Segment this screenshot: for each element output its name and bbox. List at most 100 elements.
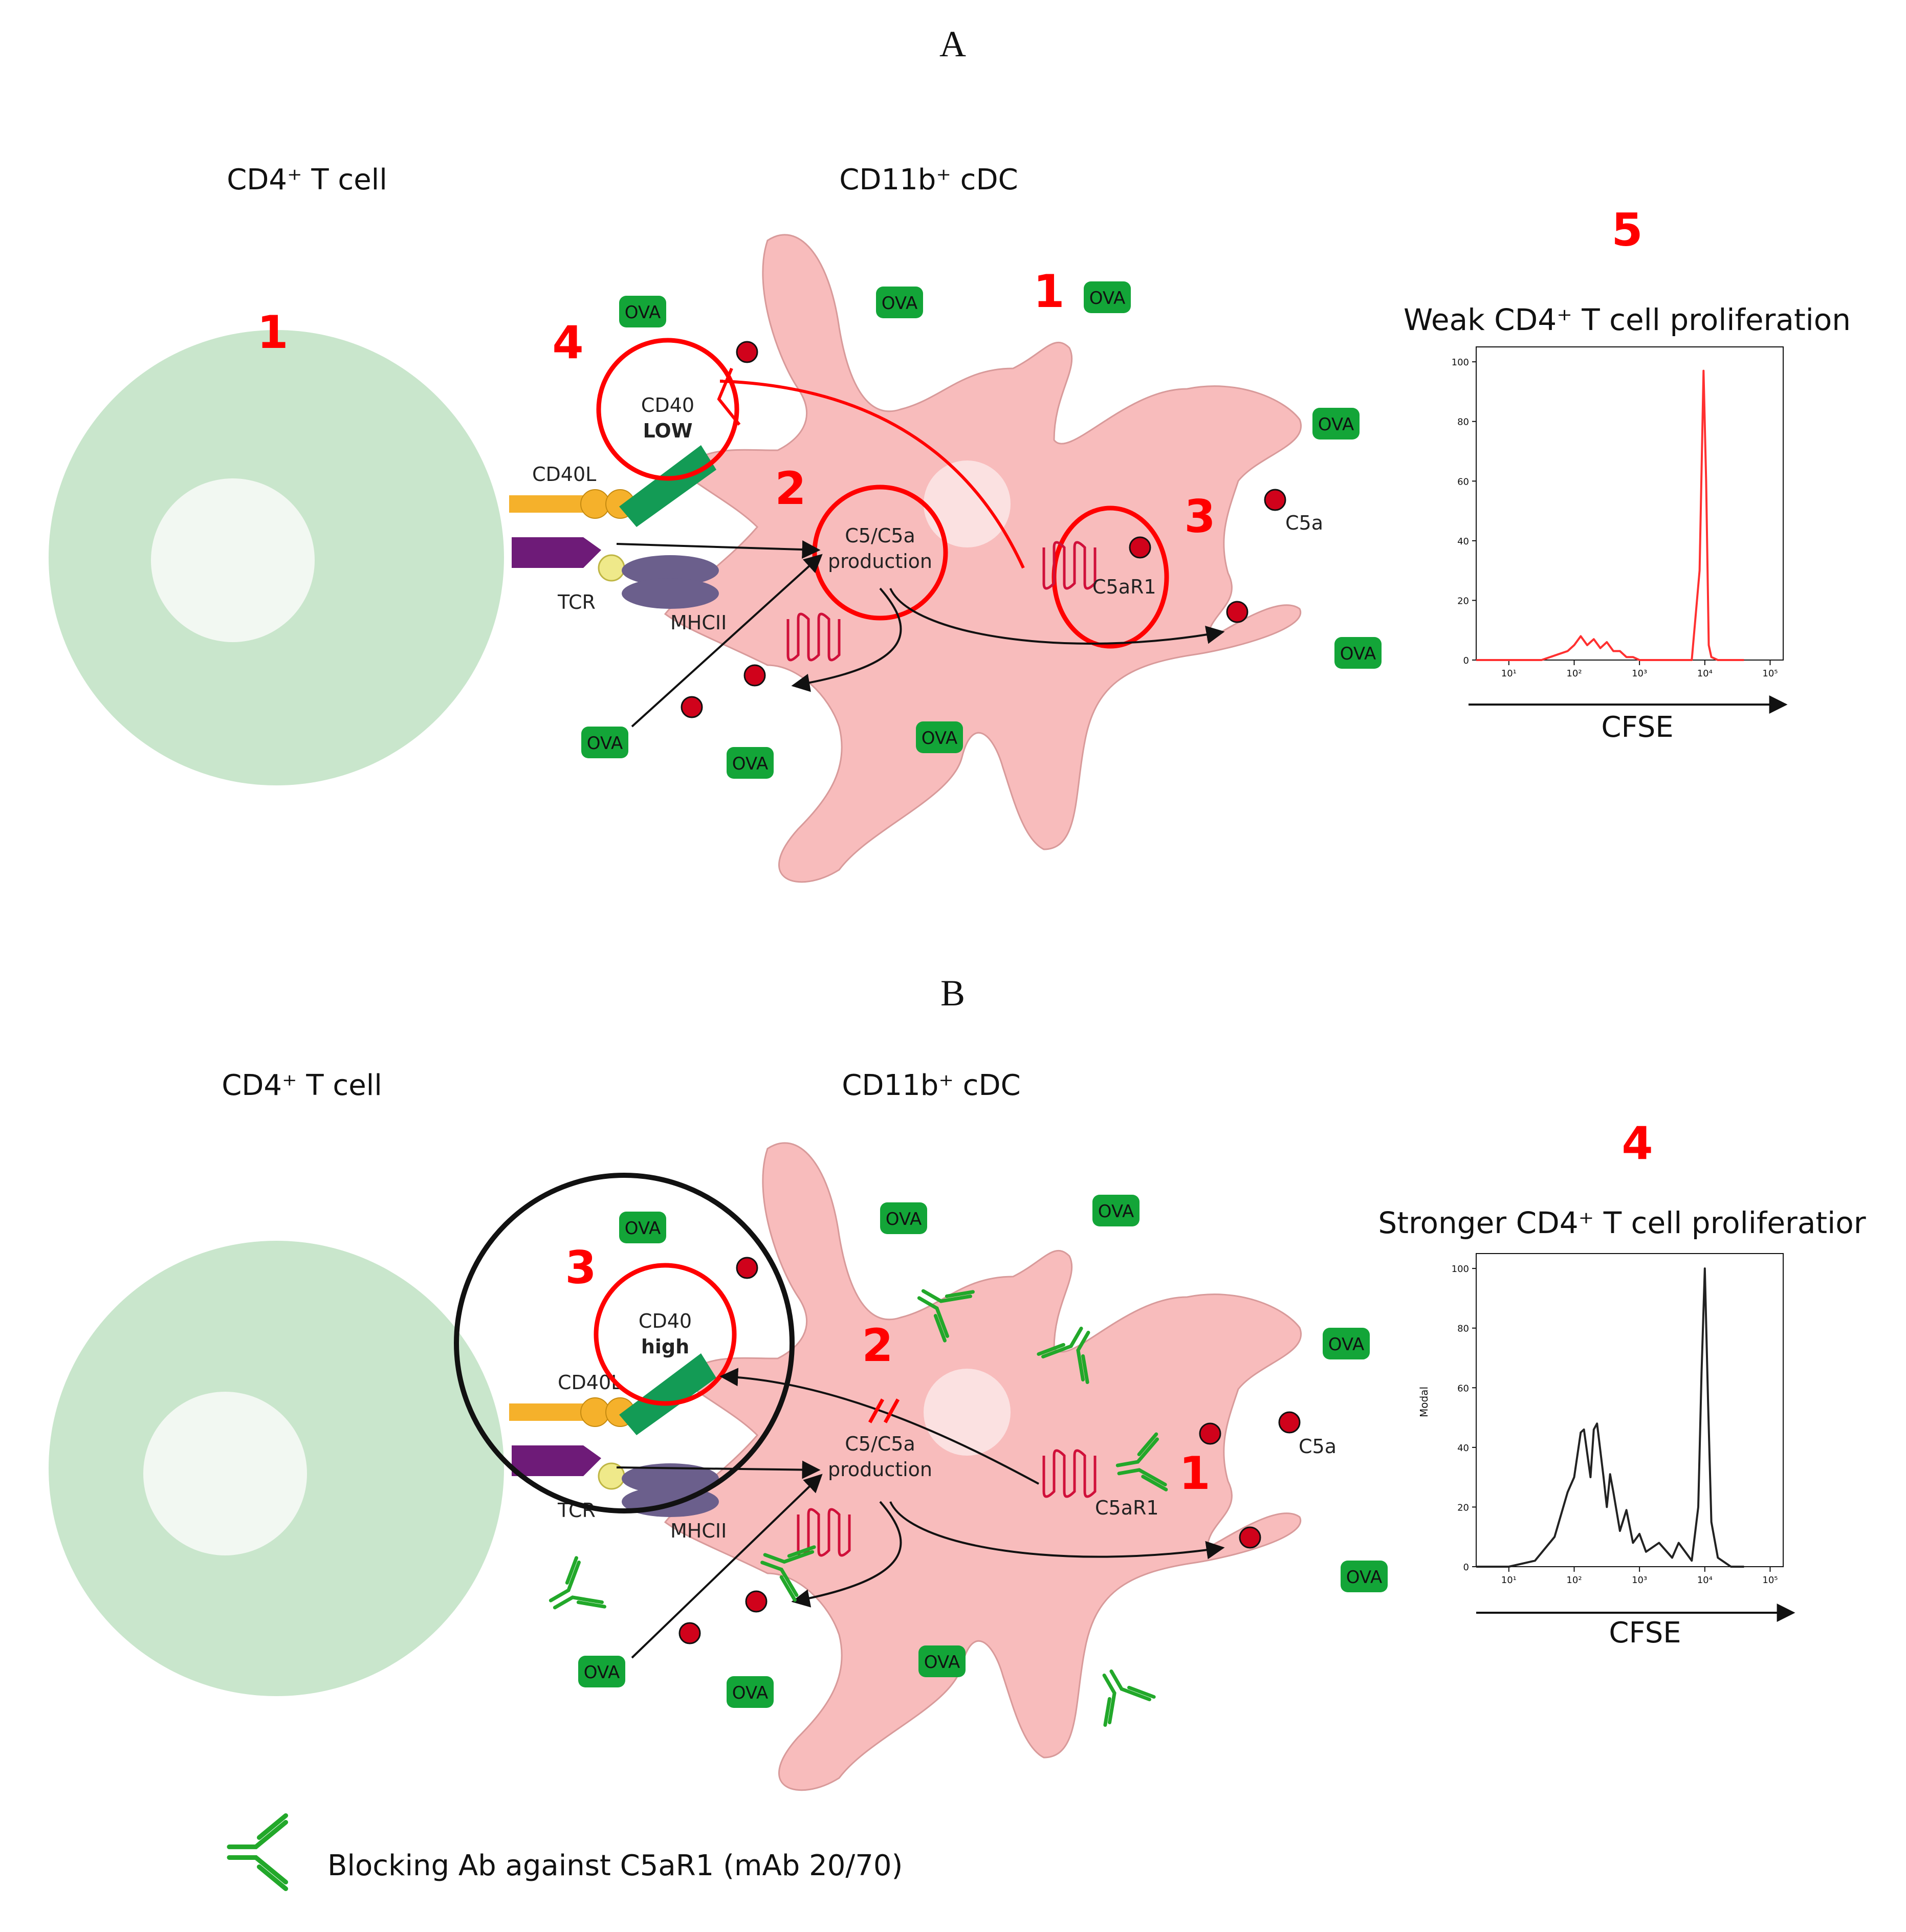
c5a-dot (1226, 601, 1248, 623)
c5a-dot (1278, 1411, 1301, 1434)
svg-text:OVA: OVA (1089, 288, 1126, 309)
c5a-dot (1264, 489, 1286, 511)
svg-text:OVA: OVA (732, 754, 769, 774)
cd40l-label: CD40L (532, 463, 596, 486)
mhcii-label: MHCII (670, 1520, 727, 1542)
step-number: 4 (1622, 1117, 1653, 1170)
y-tick-label: 0 (1463, 655, 1469, 666)
svg-text:OVA: OVA (584, 1662, 620, 1683)
c5a-dot (1129, 536, 1151, 559)
panel-b: B CD4⁺ T cell CD11b⁺ cDC TCR MHCII CD40L… (49, 973, 1866, 1892)
ova-badge: OVA (880, 1202, 927, 1234)
c5ar1-receptor-icon (1042, 1449, 1097, 1498)
ova-badge: OVA (727, 747, 774, 779)
t-cell-nucleus (143, 1392, 307, 1555)
dc-nucleus (924, 1369, 1011, 1456)
c5ar1-receptor-icon (797, 1508, 851, 1557)
panel-a: A CD4⁺ T cell CD11b⁺ cDC TCR MHCII CD40L… (49, 24, 1851, 883)
step-number: 2 (862, 1319, 893, 1372)
ova-badge: OVA (1323, 1328, 1370, 1359)
svg-text:OVA: OVA (1328, 1334, 1365, 1355)
step-number: 1 (257, 306, 288, 359)
ova-badge: OVA (1092, 1195, 1140, 1226)
cd40-receptor (619, 1353, 716, 1435)
x-tick-label: 10¹ (1501, 1575, 1517, 1586)
c5ar1-receptor-icon (1042, 541, 1097, 590)
y-tick-label: 0 (1463, 1562, 1469, 1573)
plot-a-title: Weak CD4⁺ T cell proliferation (1404, 302, 1851, 337)
x-tick-label: 10¹ (1501, 668, 1517, 679)
y-tick-label: 60 (1457, 1383, 1469, 1394)
svg-text:OVA: OVA (882, 293, 918, 314)
t-cell-title: CD4⁺ T cell (227, 163, 387, 196)
mhcii-molecule (622, 578, 719, 609)
histogram-line (1476, 369, 1744, 661)
dc-nucleus (924, 460, 1011, 547)
blocking-antibody-icon (1037, 1326, 1090, 1384)
dendritic-cell (664, 234, 1302, 883)
tcr-signal-arrow (616, 1460, 821, 1479)
c5a-release-arrow (791, 587, 902, 692)
svg-text:OVA: OVA (1318, 414, 1354, 435)
step-number: 1 (1033, 265, 1064, 318)
c5ar1-inhibition-arrow (720, 380, 1025, 569)
c5a-release-arrow (889, 1501, 1225, 1560)
x-tick-label: 10² (1566, 1575, 1582, 1586)
y-tick-label: 40 (1457, 536, 1469, 547)
cd40-highlight-circle (594, 1263, 737, 1406)
cd40-label: CD40 (641, 394, 694, 416)
ova-badge: OVA (727, 1676, 774, 1708)
ova-badge: OVA (581, 727, 628, 758)
svg-text:OVA: OVA (625, 1218, 661, 1239)
blocking-antibody-icon (917, 1289, 975, 1343)
antibody-layer (549, 1289, 1168, 1727)
c5a-dot (678, 1622, 701, 1644)
c5a-dot (1199, 1422, 1221, 1445)
blocking-antibody-icon (1115, 1432, 1168, 1491)
step-number: 3 (565, 1241, 596, 1294)
c5a-dot (745, 1590, 768, 1613)
y-tick-label: 100 (1452, 357, 1469, 368)
x-tick-label: 10⁵ (1762, 668, 1778, 679)
tcr-signal-arrow (616, 540, 821, 559)
ova-badge: OVA (1334, 637, 1382, 669)
x-tick-label: 10² (1566, 668, 1582, 679)
svg-text:OVA: OVA (625, 302, 661, 323)
tcr-label: TCR (557, 591, 596, 613)
y-tick-label: 20 (1457, 1502, 1469, 1513)
synapse-highlight-circle (454, 1173, 795, 1513)
cd40-highlight-circle (596, 338, 739, 481)
step-number: 4 (552, 316, 583, 369)
x-tick-label: 10³ (1632, 1575, 1647, 1586)
panel-a-label: A (939, 24, 966, 64)
plot-b-ylabel: Modal (1418, 1387, 1430, 1417)
ova-badge: OVA (1084, 281, 1131, 313)
svg-text:OVA: OVA (924, 1652, 960, 1673)
ova-badge: OVA (1341, 1561, 1388, 1592)
cd40-state: LOW (643, 420, 692, 442)
c5-label-line1: C5/C5a (845, 1433, 915, 1455)
cd40l-label: CD40L (558, 1371, 622, 1394)
svg-text:OVA: OVA (587, 733, 623, 754)
c5a-release-arrow (791, 1501, 902, 1608)
blocking-antibody-icon (549, 1556, 606, 1610)
dc-title: CD11b⁺ cDC (839, 163, 1018, 196)
mhcii-molecule (622, 1463, 719, 1494)
c5-label-line2: production (828, 1458, 932, 1481)
ova-badge: OVA (916, 721, 963, 753)
x-tick-label: 10⁴ (1697, 668, 1713, 679)
ova-uptake-arrow (631, 1474, 823, 1659)
c5ar1-label: C5aR1 (1092, 576, 1156, 598)
cd40l-head (580, 1397, 610, 1427)
step-number: 5 (1611, 204, 1642, 256)
plot-b-xlabel: CFSE (1609, 1616, 1681, 1650)
y-tick-label: 80 (1457, 417, 1469, 428)
c5a-dot (736, 1257, 758, 1279)
x-tick-label: 10⁴ (1697, 1575, 1713, 1586)
svg-text:OVA: OVA (1340, 644, 1376, 664)
cd40l-head (580, 489, 610, 519)
c5a-dot (1239, 1526, 1261, 1549)
cd40-upregulation-arrow (719, 1368, 1039, 1485)
